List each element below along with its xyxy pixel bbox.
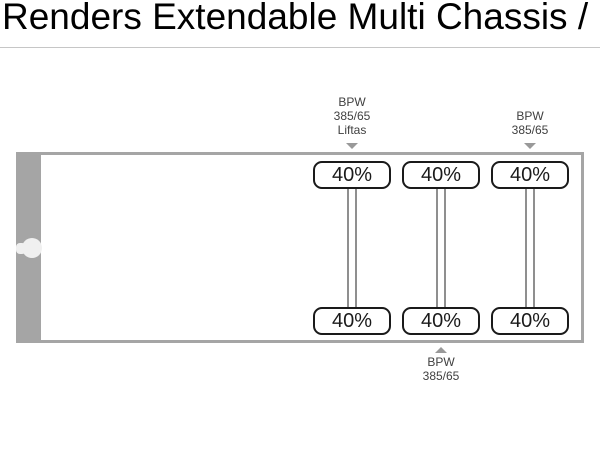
title-divider bbox=[0, 47, 600, 48]
axle1-bottom-load-box: 40% bbox=[313, 307, 391, 335]
tyre-label-line: BPW bbox=[338, 95, 366, 109]
page-title: Renders Extendable Multi Chassis / ... bbox=[2, 0, 600, 37]
tyre-label-line: BPW bbox=[516, 109, 544, 123]
arrow-up-icon bbox=[435, 347, 447, 353]
tyre-label-line: 385/65 bbox=[422, 369, 460, 383]
axle2-top-load-box: 40% bbox=[402, 161, 480, 189]
arrow-down-icon bbox=[524, 143, 536, 149]
axle3-top-load-box: 40% bbox=[491, 161, 569, 189]
tyre-label-line: Liftas bbox=[337, 123, 367, 137]
arrow-down-icon bbox=[346, 143, 358, 149]
kingpin-stub-icon bbox=[16, 243, 26, 254]
axle3-shaft bbox=[525, 189, 535, 307]
axle3-bottom-load-box: 40% bbox=[491, 307, 569, 335]
kingpin-bar bbox=[16, 152, 42, 343]
axle2-shaft bbox=[436, 189, 446, 307]
tyre-label-line: BPW bbox=[427, 355, 455, 369]
axle1-tyre-label: BPW 385/65 Liftas bbox=[292, 95, 412, 137]
tyre-label-line: 385/65 bbox=[333, 109, 371, 123]
chassis-outline bbox=[16, 152, 584, 343]
axle3-tyre-label: BPW 385/65 bbox=[470, 109, 590, 137]
axle2-bottom-load-box: 40% bbox=[402, 307, 480, 335]
tyre-label-line: 385/65 bbox=[511, 123, 549, 137]
axle2-tyre-label: BPW 385/65 bbox=[381, 355, 501, 383]
kingpin-icon bbox=[22, 238, 42, 258]
axle1-shaft bbox=[347, 189, 357, 307]
axle1-top-load-box: 40% bbox=[313, 161, 391, 189]
